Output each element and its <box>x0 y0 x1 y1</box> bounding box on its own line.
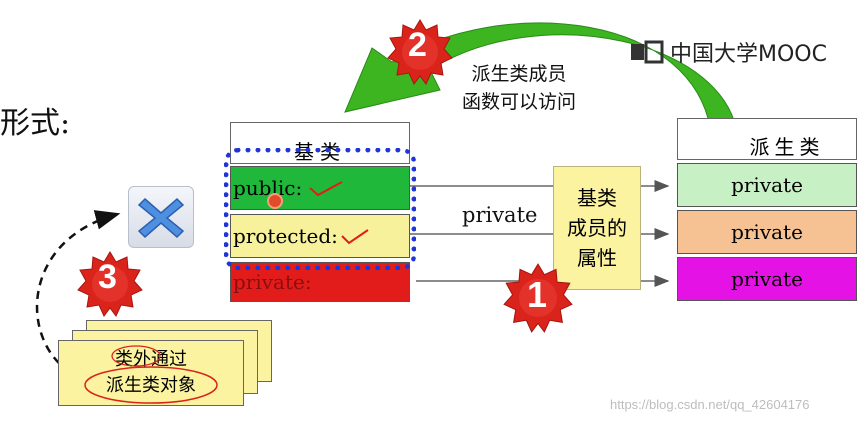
base-member-protected: protected: <box>230 214 410 258</box>
inheritance-label: private <box>462 203 538 227</box>
derived-member-2: private <box>677 210 857 254</box>
badge-2 <box>387 19 453 85</box>
member-attribute-note-text: 基类 成员的 属性 <box>567 186 627 270</box>
cursor-dot <box>267 193 283 209</box>
derived-member-1: private <box>677 163 857 207</box>
mooc-logo-icon <box>631 40 664 64</box>
base-member-private-label: private: <box>233 270 312 294</box>
badge-2-number: 2 <box>408 26 427 64</box>
badge-3-number: 3 <box>98 258 117 296</box>
accessible-members-highlight <box>224 148 416 270</box>
derived-class-title: 派生类 <box>677 118 857 160</box>
base-class-title: 基类 <box>230 122 410 164</box>
base-member-public: public: <box>230 166 410 210</box>
badge-1 <box>503 263 573 333</box>
outside-access-note: 类外通过 派生类对象 <box>58 340 244 406</box>
member-attribute-note: 基类 成员的 属性 <box>553 166 641 290</box>
callout-2-text: 派生类成员 函数可以访问 <box>462 63 577 113</box>
dashed-access-arrow <box>35 210 121 374</box>
close-icon <box>137 197 185 239</box>
mooc-logo-text: 中国大学MOOC <box>670 42 827 67</box>
outside-access-note-text: 类外通过 派生类对象 <box>106 349 196 396</box>
watermark: https://blog.csdn.net/qq_42604176 <box>610 397 810 412</box>
no-access-icon <box>128 186 194 248</box>
derived-member-2-label: private <box>731 220 803 244</box>
badge-1-number: 1 <box>527 274 548 315</box>
heading-fragment: 形式: <box>0 106 71 141</box>
handwritten-circle <box>84 345 218 404</box>
derived-member-3-label: private <box>731 267 803 291</box>
check-icon <box>309 181 343 197</box>
derived-member-1-label: private <box>731 173 803 197</box>
check-icon <box>341 229 369 245</box>
base-member-protected-label: protected: <box>233 224 338 248</box>
derived-class-title-text: 派生类 <box>749 134 825 159</box>
badge-3 <box>77 251 143 317</box>
mooc-logo: 中国大学MOOC <box>630 36 827 68</box>
derived-member-3: private <box>677 257 857 301</box>
